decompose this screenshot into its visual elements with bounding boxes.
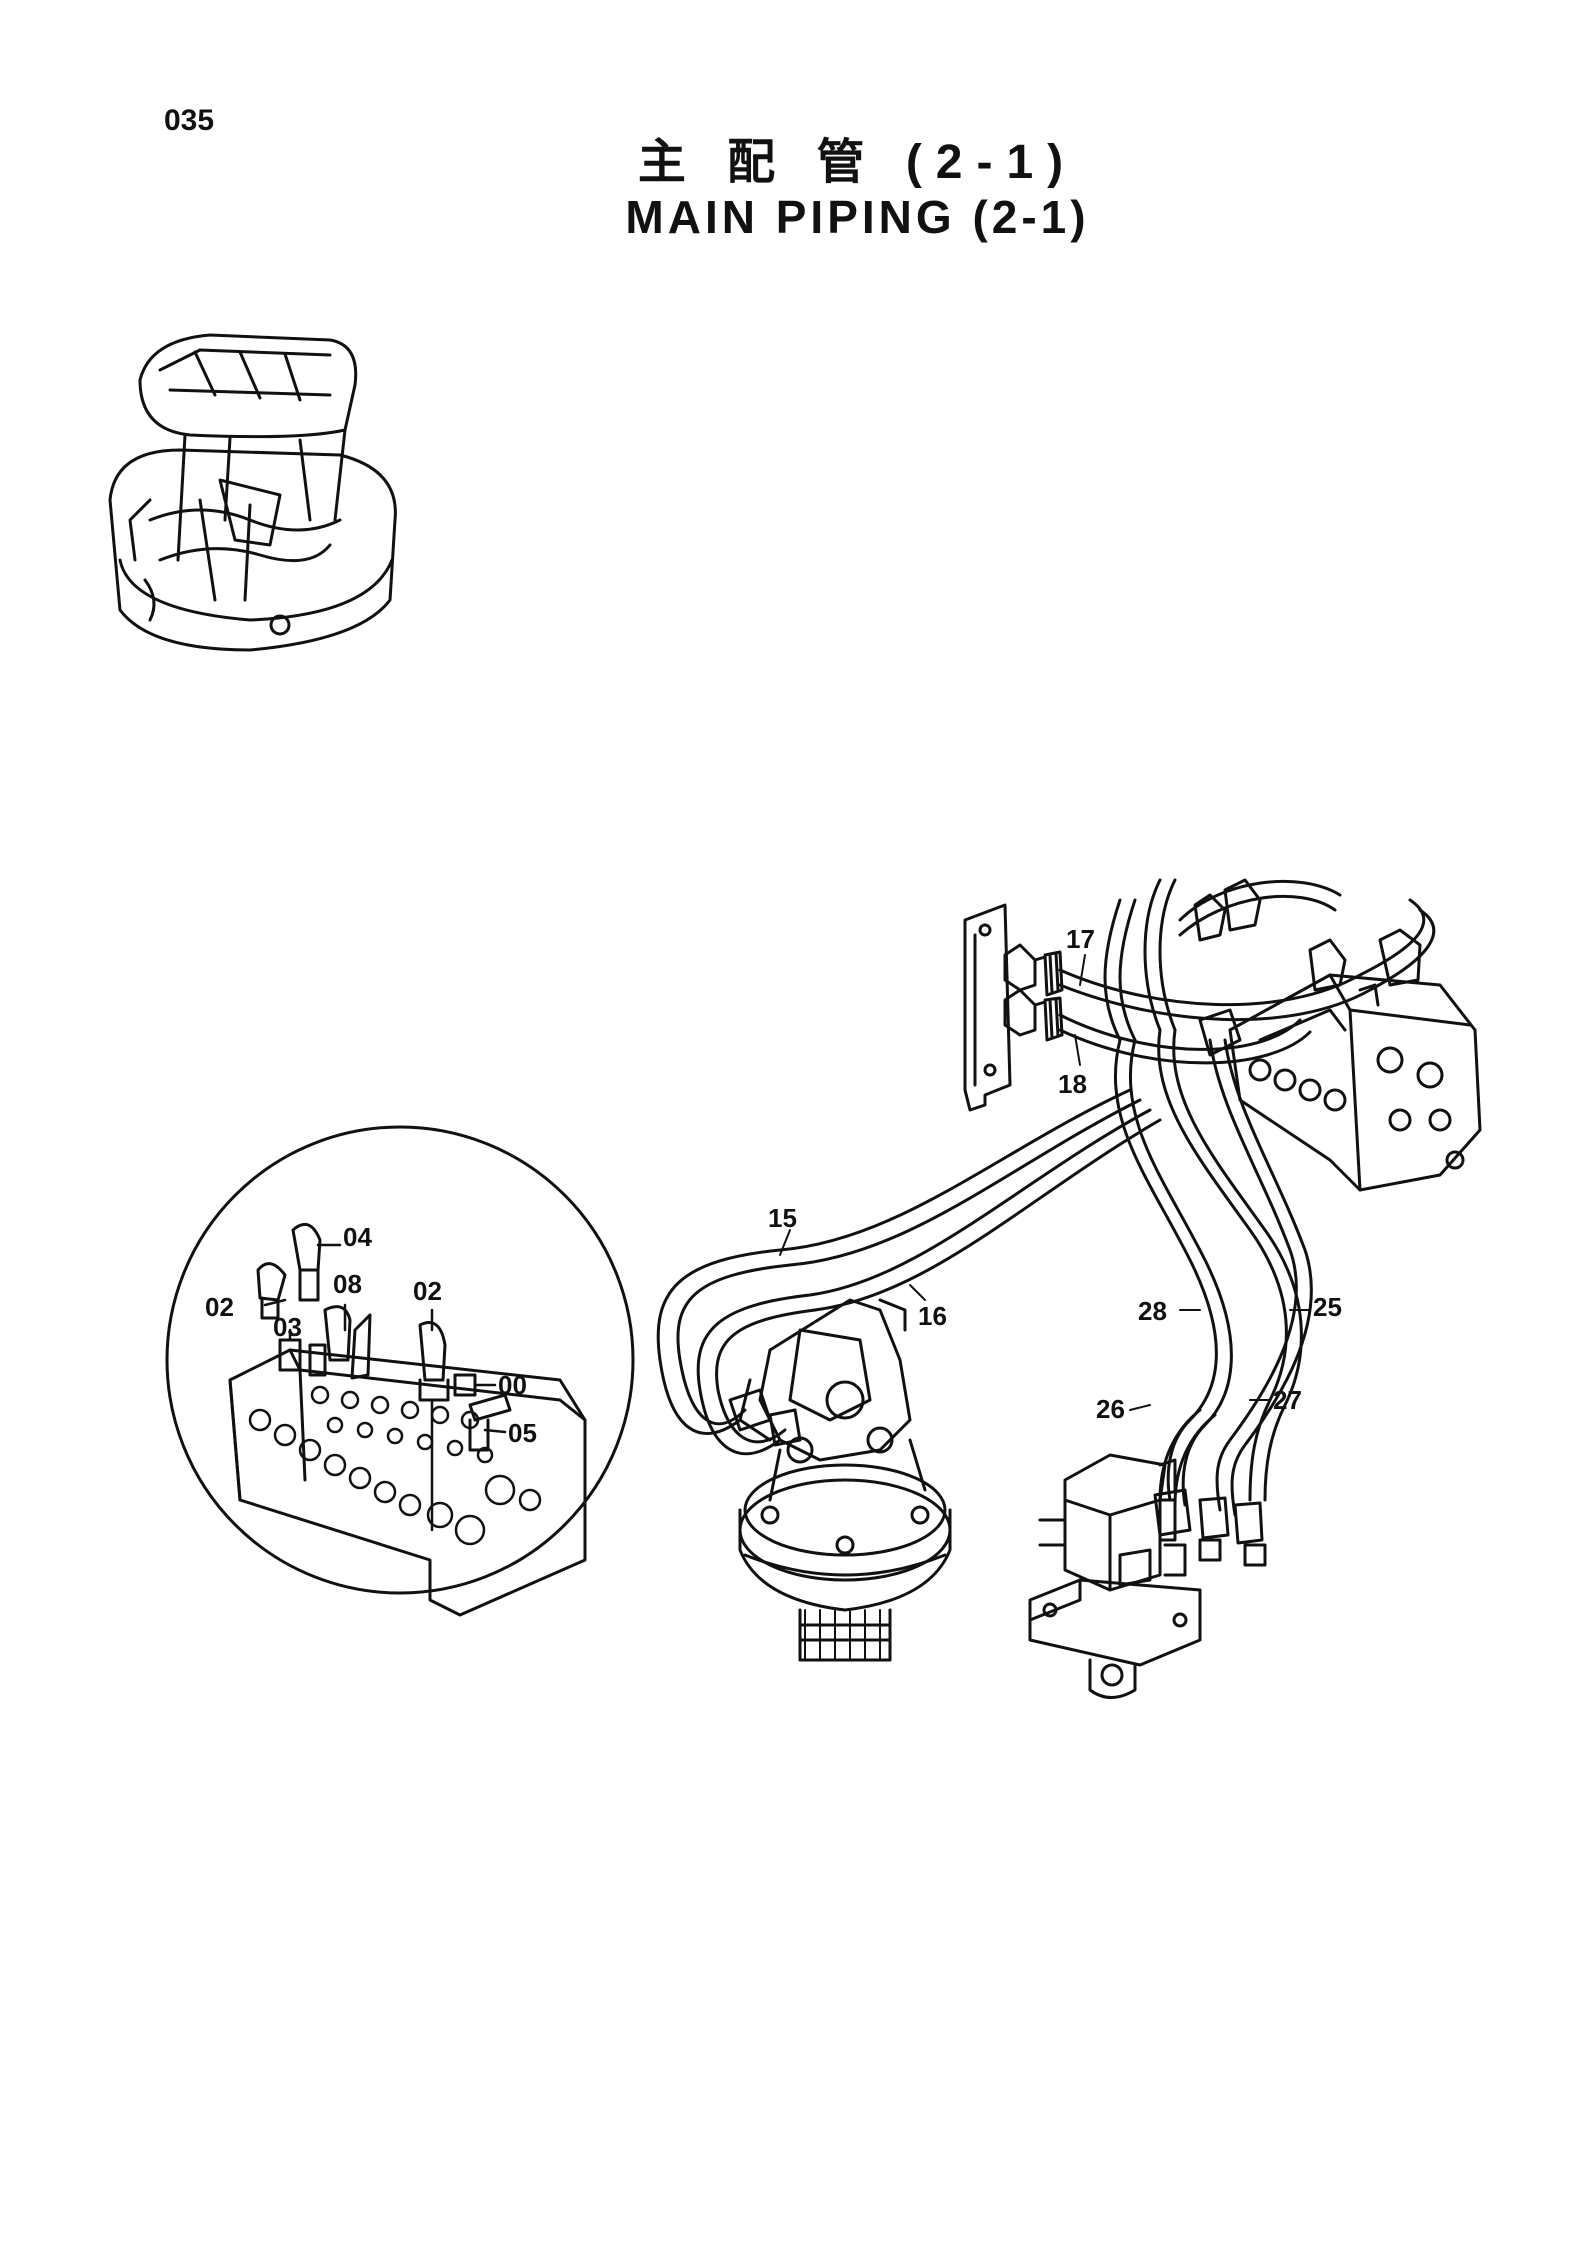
hose-27 [1208, 1038, 1313, 1517]
page-title-chinese: 主 配 管 (2-1) [637, 136, 1078, 189]
location-key-drawing [108, 333, 397, 652]
callout-28: 28 [1138, 1296, 1167, 1326]
callout-02-right: 02 [413, 1276, 442, 1306]
callout-16: 16 [918, 1301, 947, 1331]
callout-leaders [779, 954, 1311, 1411]
hose-28 [1114, 1038, 1233, 1507]
callout-08: 08 [333, 1269, 362, 1299]
hose-18 [1058, 1013, 1312, 1065]
hose-17 [1058, 898, 1436, 1022]
hose-16 [696, 1108, 1162, 1456]
callout-18: 18 [1058, 1069, 1087, 1099]
callout-04: 04 [343, 1222, 372, 1252]
hose-fittings-lower [728, 1388, 1267, 1567]
callout-02-left: 02 [205, 1292, 234, 1322]
detail-circle [165, 1125, 635, 1617]
callout-17: 17 [1066, 924, 1095, 954]
page-title-english: MAIN PIPING (2-1) [625, 191, 1090, 243]
callout-03: 03 [273, 1312, 302, 1342]
swing-motor-drawing [738, 1298, 952, 1662]
callout-labels: 04 02 08 02 03 00 05 15 16 17 18 28 25 2… [205, 924, 1342, 1448]
callout-26: 26 [1096, 1394, 1125, 1424]
hose-15 [656, 1088, 1142, 1435]
callout-05: 05 [508, 1418, 537, 1448]
callout-25: 25 [1313, 1292, 1342, 1322]
callout-15: 15 [768, 1203, 797, 1233]
callout-00: 00 [498, 1370, 527, 1400]
callout-27: 27 [1273, 1385, 1302, 1415]
upper-hose-loops [1103, 878, 1342, 1042]
page-number: 035 [164, 104, 215, 137]
bracket-drawing [963, 903, 1064, 1112]
